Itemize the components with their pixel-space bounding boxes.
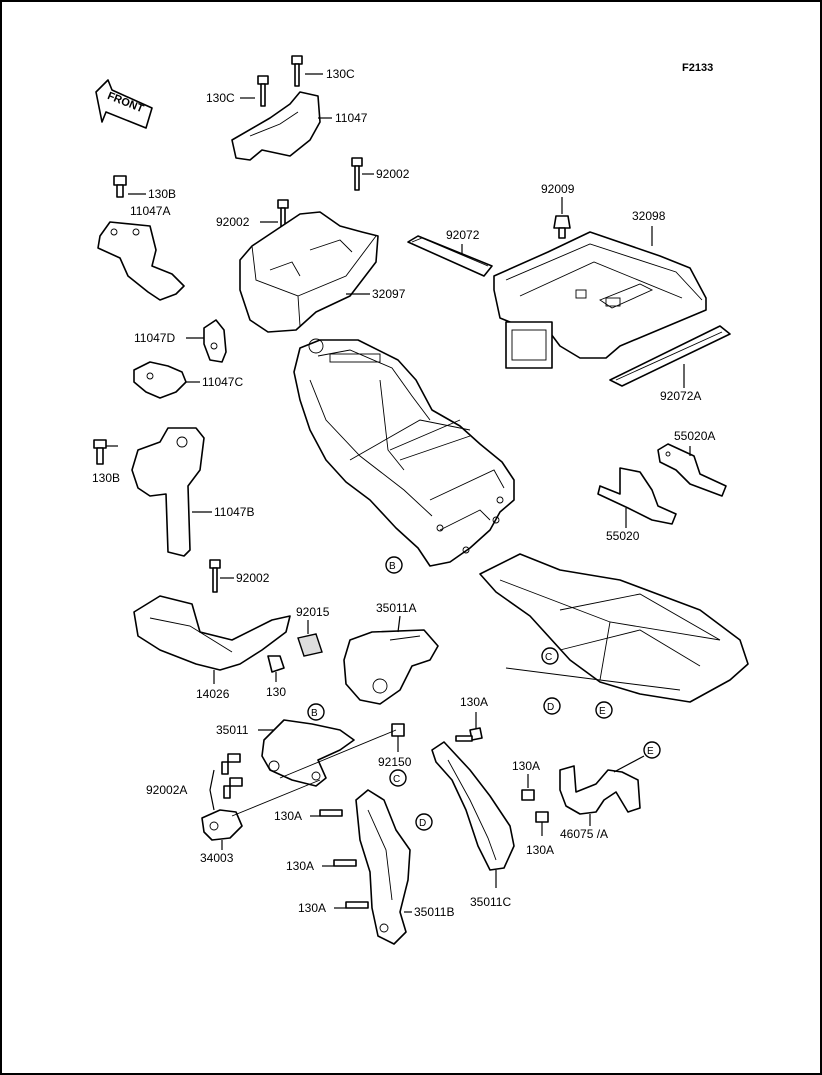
label-34003: 34003 [200,851,234,865]
label-92002-box: 92002 [216,215,250,229]
bolt-130b-mid [93,439,118,465]
label-92072a: 92072A [660,389,701,403]
label-92015: 92015 [296,605,330,619]
label-130a-2: 130A [286,859,314,873]
callout-e-step-label: E [647,746,654,757]
bracket-11047a [97,221,185,301]
bolt-92150 [279,723,405,779]
label-130: 130 [266,685,286,699]
callout-c-sub [541,647,559,665]
bolt-92009 [553,215,571,239]
bolt-130a-1 [310,809,343,817]
label-35011: 35011 [216,723,249,737]
label-32097: 32097 [372,287,406,301]
bracket-55020 [597,467,677,528]
bracket-11047 [231,91,332,161]
label-11047a: 11047A [130,204,170,218]
label-130c-left: 130C [206,91,235,105]
bolts-92002a [209,753,243,811]
label-130a-right2: 130A [526,843,554,857]
callout-b-bracket [307,703,325,721]
label-130a-3: 130A [298,901,326,915]
subframe [479,553,749,703]
label-11047: 11047 [335,111,368,125]
label-55020: 55020 [606,529,640,543]
battery-tray-32098 [493,231,707,369]
label-55020a: 55020A [674,429,715,443]
callout-c-step [389,769,407,787]
bolt-92002-mid [209,559,234,593]
callout-c-sub-label: C [545,652,552,663]
label-32098: 32098 [632,209,666,223]
label-35011c: 35011C [470,895,511,909]
cover-14026 [133,595,291,684]
bolt-130b-top [113,175,146,198]
bracket-35011a [343,615,439,705]
bracket-11047b [131,427,212,557]
bolt-92002-box [260,199,289,239]
front-arrow-icon: FRONT [95,79,153,129]
bracket-35011 [261,719,355,787]
nut-92015 [297,633,323,657]
label-130a-1: 130A [274,809,302,823]
bolt-130 [267,655,285,682]
callout-d-sub [543,697,561,715]
label-11047b: 11047B [214,505,254,519]
strap-92072 [407,235,493,277]
callout-b-frame [385,556,403,574]
electrical-box-32097 [239,211,379,333]
step-bracket-35011b [355,789,412,945]
bolt-130a-right2 [535,811,549,836]
step-bracket-35011c [431,741,515,888]
bracket-46075 [559,755,645,826]
bolt-130a-2 [322,859,357,867]
label-130b-mid: 130B [92,471,120,485]
callout-b-frame-label: B [389,561,396,572]
figure-code: F2133 [682,62,713,74]
bolt-130a-top [455,712,483,742]
bracket-11047d [203,319,227,363]
label-11047d: 11047D [134,331,175,345]
main-frame [293,338,515,567]
bracket-34003 [201,779,321,850]
label-92150: 92150 [378,755,412,769]
bracket-11047c [133,361,200,399]
label-130a-right: 130A [512,759,540,773]
callout-e-sub-label: E [599,706,606,717]
label-35011a: 35011A [376,601,416,615]
bolt-130c-left [240,75,269,107]
bolt-130a-right [521,774,535,801]
bolt-92002-top [351,157,374,191]
label-92002-mid: 92002 [236,571,270,585]
label-35011b: 35011B [414,905,454,919]
label-130b-top: 130B [148,187,176,201]
strap-92072a [609,325,731,388]
label-92009: 92009 [541,182,575,196]
bolt-130a-3 [334,901,369,909]
label-92002-top: 92002 [376,167,410,181]
label-46075: 46075 /A [560,827,608,841]
label-92002a: 92002A [146,783,187,797]
callout-e-step [643,741,661,759]
callout-c-step-label: C [393,774,400,785]
label-130c-top: 130C [326,67,355,81]
callout-d-step [415,813,433,831]
label-14026: 14026 [196,687,230,701]
label-11047c: 11047C [202,375,243,389]
callout-d-step-label: D [419,818,426,829]
label-130a-top: 130A [460,695,488,709]
bolt-130c-top [291,55,323,87]
callout-b-bracket-label: B [311,708,318,719]
bracket-55020a [657,443,727,497]
callout-e-sub [595,701,613,719]
label-92072: 92072 [446,228,480,242]
callout-d-sub-label: D [547,702,554,713]
